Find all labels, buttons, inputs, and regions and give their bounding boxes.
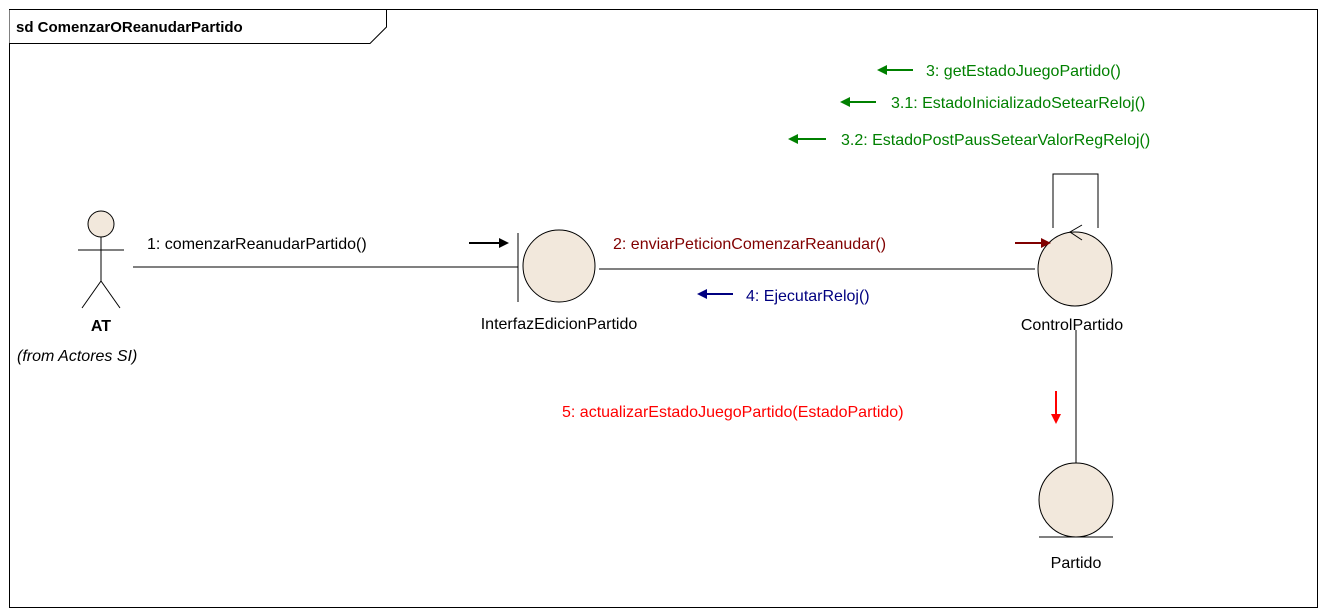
message-3[interactable]: 3: getEstadoJuegoPartido() — [877, 63, 1121, 80]
object-label: InterfazEdicionPartido — [481, 316, 638, 333]
frame-title-tab — [9, 9, 387, 44]
arrow-left-icon — [697, 289, 707, 299]
object-partido[interactable]: Partido — [1038, 462, 1114, 572]
boundary-circle — [522, 229, 596, 303]
object-label: Partido — [1051, 555, 1102, 572]
frame-title: sd ComenzarOReanudarPartido — [16, 19, 243, 36]
arrow-left-icon — [788, 134, 798, 144]
message-label: 4: EjecutarReloj() — [746, 288, 870, 305]
entity-circle — [1038, 462, 1114, 538]
arrow-left-icon — [877, 65, 887, 75]
object-control-partido[interactable]: ControlPartido — [1021, 224, 1123, 334]
actor-head — [87, 210, 115, 238]
message-3-2[interactable]: 3.2: EstadoPostPausSetearValorRegReloj() — [788, 132, 1150, 149]
self-link-control — [1052, 173, 1099, 228]
message-label: 3: getEstadoJuegoPartido() — [926, 63, 1121, 80]
control-arrowhead-icon — [1069, 224, 1083, 241]
arrow-right-icon — [499, 238, 509, 248]
object-interfaz-edicion-partido[interactable]: InterfazEdicionPartido — [481, 229, 638, 333]
actor-leg-left — [81, 280, 102, 309]
arrow-down-icon — [1051, 414, 1061, 424]
control-circle — [1037, 231, 1113, 307]
arrow-right-icon — [1041, 238, 1051, 248]
message-label: 3.1: EstadoInicializadoSetearReloj() — [891, 95, 1145, 112]
message-4[interactable]: 4: EjecutarReloj() — [697, 288, 870, 305]
arrow-left-icon — [840, 97, 850, 107]
message-label: 3.2: EstadoPostPausSetearValorRegReloj() — [841, 132, 1150, 149]
message-1[interactable]: 1: comenzarReanudarPartido() — [147, 236, 509, 253]
actor-note: (from Actores SI) — [17, 348, 137, 365]
actor-at[interactable]: AT (from Actores SI) — [17, 210, 137, 365]
message-3-1[interactable]: 3.1: EstadoInicializadoSetearReloj() — [840, 95, 1145, 112]
message-2[interactable]: 2: enviarPeticionComenzarReanudar() — [613, 236, 1051, 253]
actor-leg-right — [100, 280, 121, 309]
message-5[interactable]: 5: actualizarEstadoJuegoPartido(EstadoPa… — [562, 391, 1061, 424]
actor-name: AT — [91, 318, 111, 335]
message-label: 5: actualizarEstadoJuegoPartido(EstadoPa… — [562, 404, 904, 421]
message-label: 2: enviarPeticionComenzarReanudar() — [613, 236, 886, 253]
object-label: ControlPartido — [1021, 317, 1123, 334]
message-label: 1: comenzarReanudarPartido() — [147, 236, 367, 253]
